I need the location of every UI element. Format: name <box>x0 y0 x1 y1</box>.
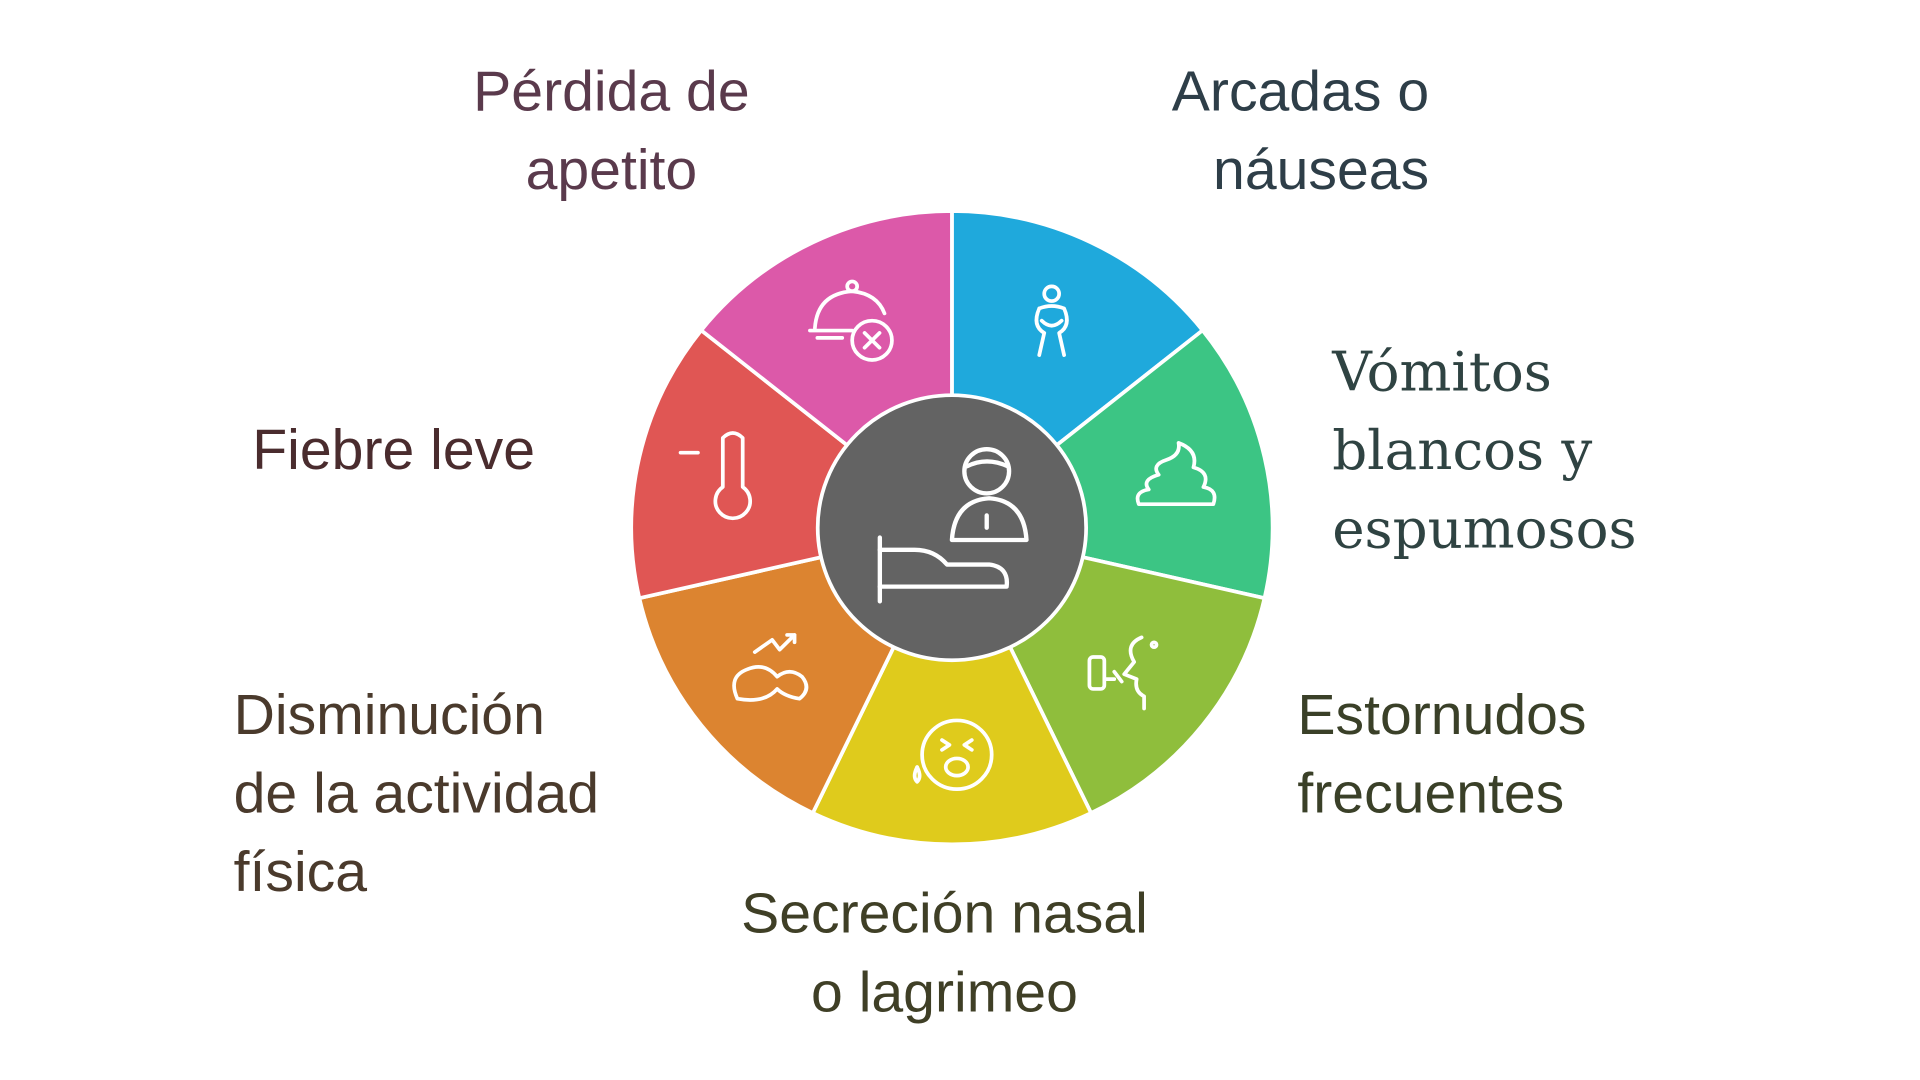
segment-label: Disminución de la actividad física <box>234 684 599 904</box>
label-line: espumosos <box>1332 498 1636 561</box>
label-line: Disminución <box>234 684 545 747</box>
label-line: Fiebre leve <box>252 419 535 482</box>
no-food-cloche-icon <box>808 279 894 362</box>
sneezing-face-icon <box>1087 635 1159 711</box>
label-line: Pérdida de <box>473 61 749 124</box>
segment-label: Secreción nasal o lagrimeo <box>741 883 1148 1024</box>
label-line: Vómitos <box>1331 341 1552 404</box>
person-retching-icon <box>1034 284 1069 357</box>
lethargic-cat-icon <box>732 633 809 702</box>
label-line: frecuentes <box>1297 763 1564 826</box>
label-line: Secreción nasal <box>741 883 1148 946</box>
vomit-pile-icon <box>1135 441 1217 507</box>
label-line: o lagrimeo <box>811 962 1078 1025</box>
segment-4 <box>810 523 1094 847</box>
segment-label: Vómitos blancos y espumosos <box>1331 341 1636 561</box>
label-line: de la actividad <box>234 763 599 826</box>
thermometer-icon <box>678 431 753 521</box>
label-line: física <box>234 841 368 904</box>
sick-person-in-bed-icon <box>877 447 1029 604</box>
label-line: Estornudos <box>1297 684 1586 747</box>
teary-face-icon <box>912 718 994 791</box>
segment-label: Pérdida de apetito <box>473 61 749 202</box>
label-line: blancos y <box>1332 419 1592 482</box>
segment-label: Estornudos frecuentes <box>1297 684 1586 825</box>
segment-label: Arcadas o náuseas <box>1172 61 1429 202</box>
label-line: apetito <box>526 139 698 202</box>
label-line: Arcadas o <box>1172 61 1429 124</box>
segment-label: Fiebre leve <box>252 419 535 482</box>
label-line: náuseas <box>1213 139 1429 202</box>
